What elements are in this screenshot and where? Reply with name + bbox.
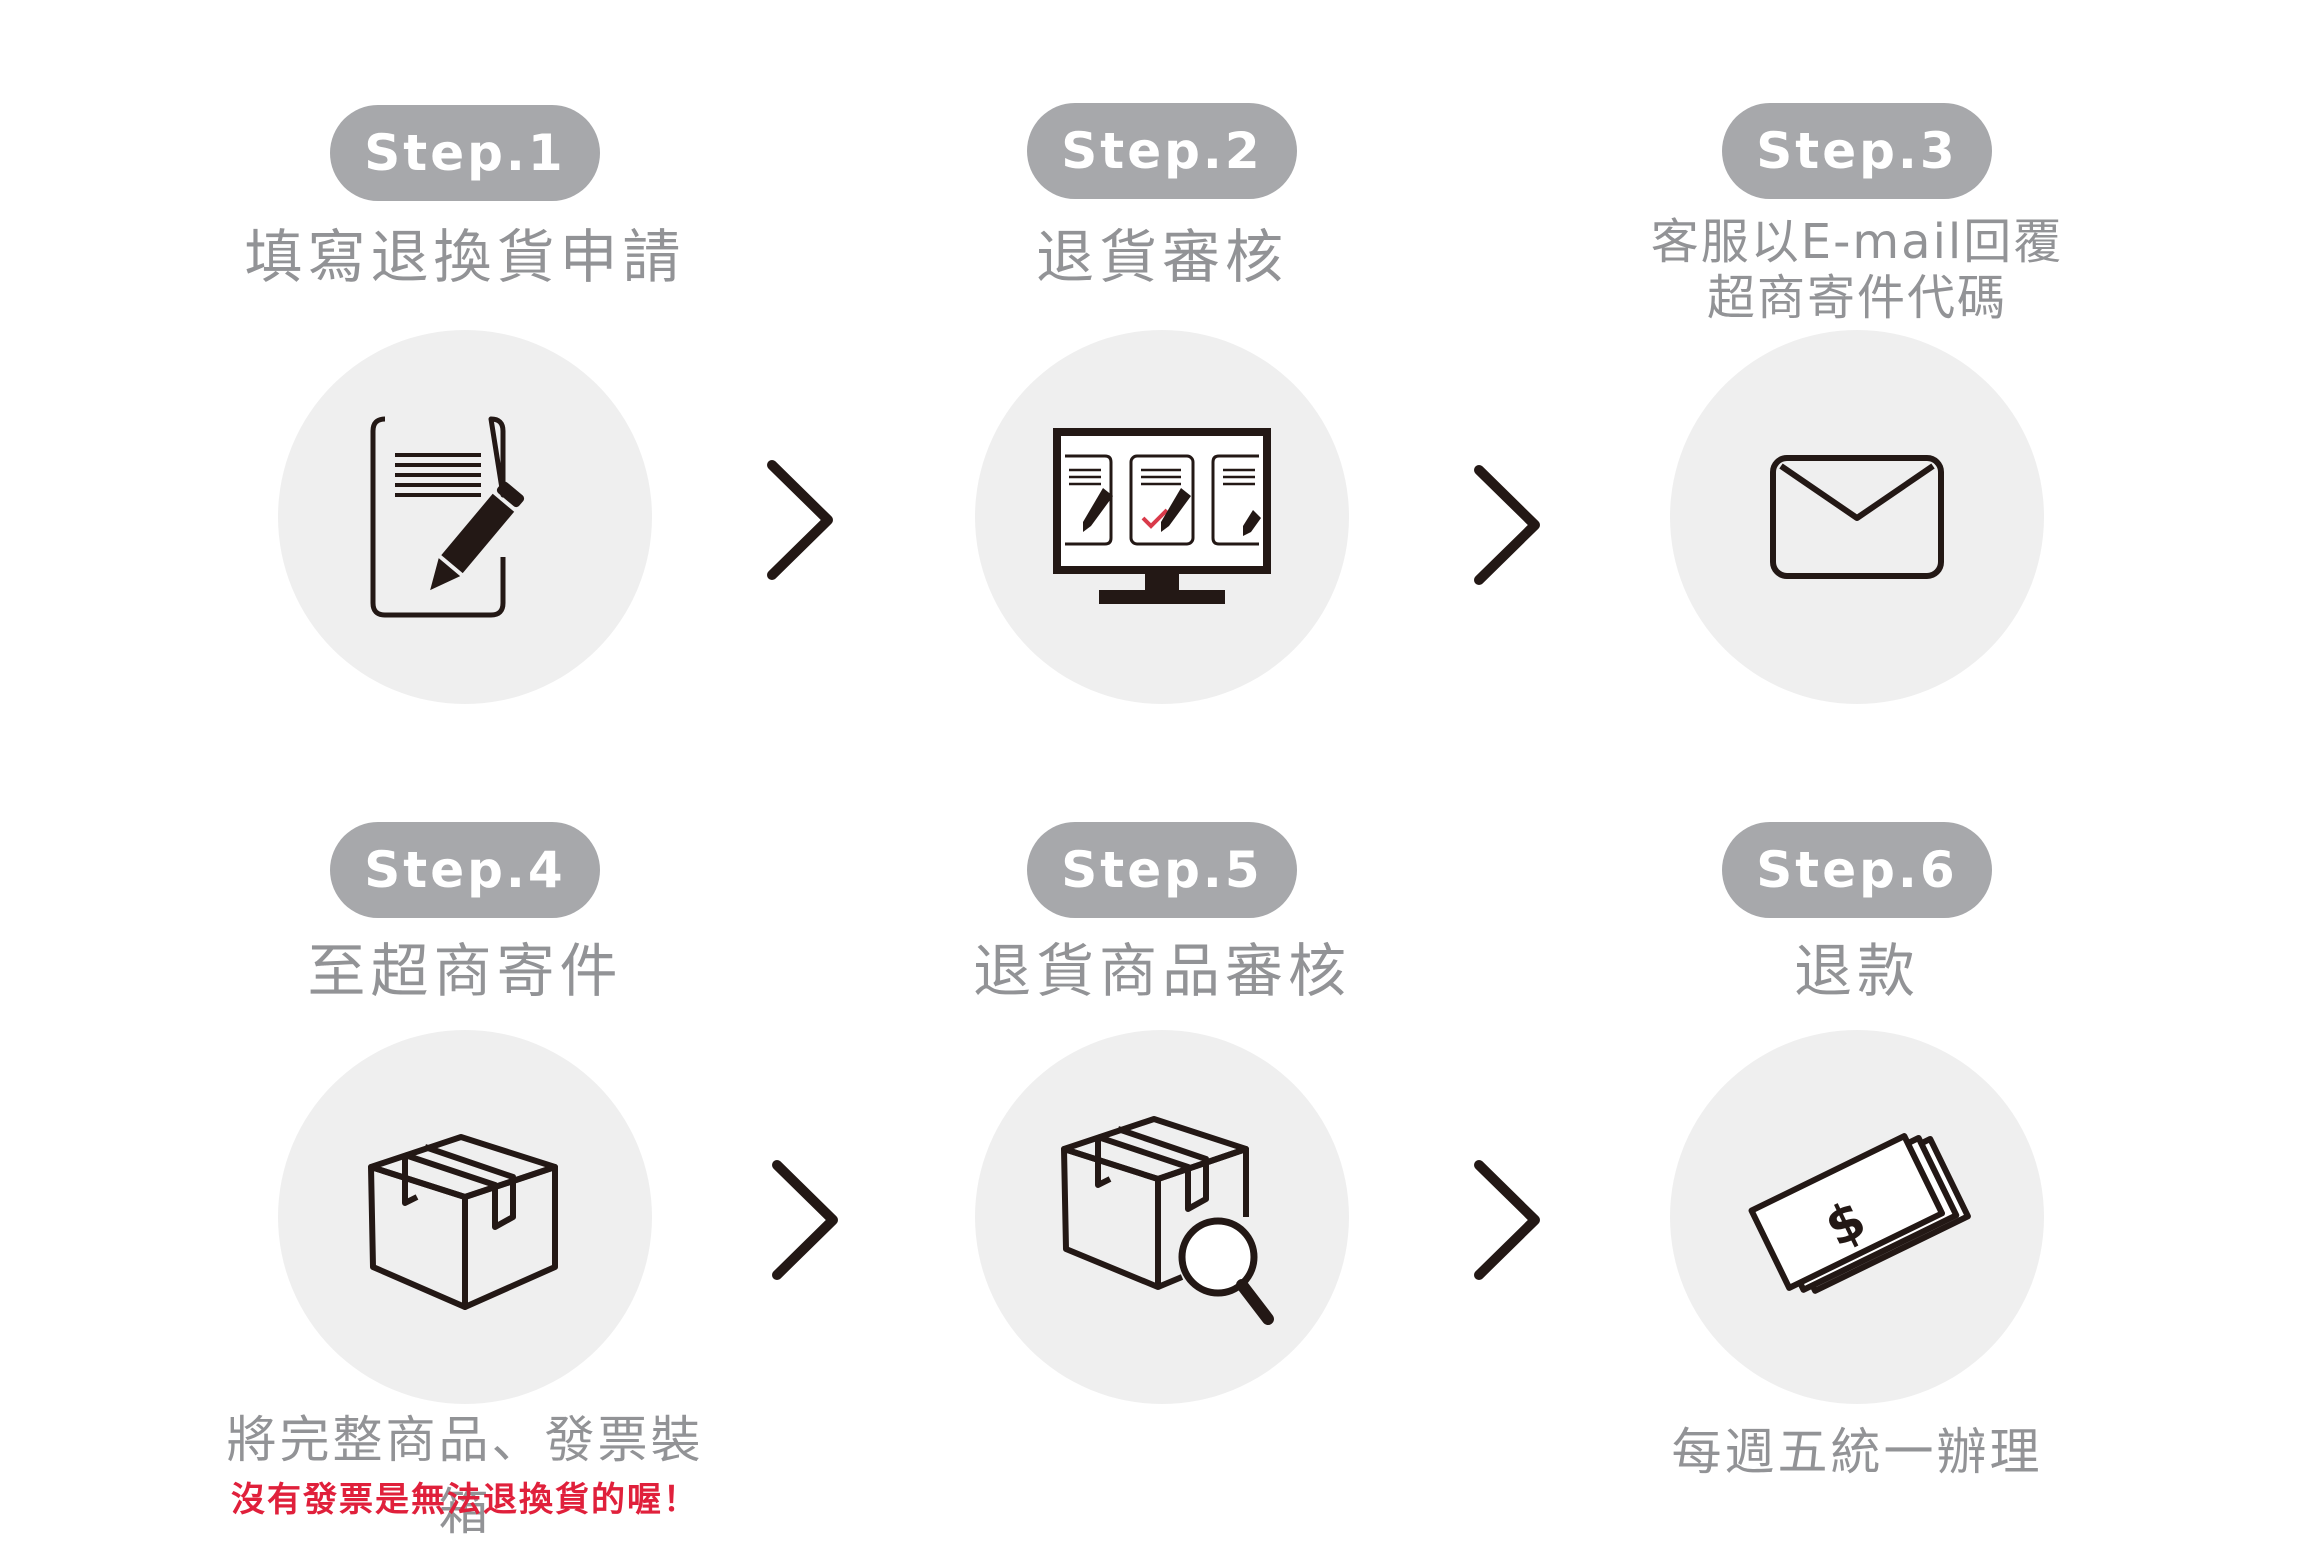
box-magnifier-icon xyxy=(1061,1116,1274,1325)
step-icon-circle: $ xyxy=(1670,1030,2044,1404)
chevron-right-icon xyxy=(767,460,833,580)
step-icon-circle xyxy=(1670,330,2044,704)
step-title: 退款 xyxy=(1793,937,1920,1005)
monitor-review-icon xyxy=(1053,428,1271,604)
box-icon xyxy=(368,1134,558,1310)
envelope-icon xyxy=(1770,455,1944,579)
step-badge: Step.2 xyxy=(1027,103,1297,199)
step-badge: Step.6 xyxy=(1722,822,1992,918)
money-icon: $ xyxy=(1748,1133,1971,1294)
step-icon-circle xyxy=(278,1030,652,1404)
chevron-right-icon xyxy=(1474,465,1540,585)
chevron-right-icon xyxy=(772,1160,838,1280)
step-badge: Step.5 xyxy=(1027,822,1297,918)
step-warning: 沒有發票是無法退換貨的喔！ xyxy=(231,1480,699,1520)
step-icon-circle xyxy=(975,330,1349,704)
step-title: 至超商寄件 xyxy=(307,937,623,1005)
step-icon-circle xyxy=(278,330,652,704)
step-title-line-1: 客服以E-mail回覆 xyxy=(1650,214,2064,270)
step-title-line-2: 超商寄件代碼 xyxy=(1706,270,2007,326)
step-note: 每週五統一辦理 xyxy=(1671,1423,2043,1481)
step-title: 退貨審核 xyxy=(1035,223,1288,291)
chevron-right-icon xyxy=(1474,1160,1540,1280)
document-pencil-icon xyxy=(370,416,525,618)
step-note: 將完整商品、發票裝箱 xyxy=(226,1411,704,1541)
step-badge: Step.3 xyxy=(1722,103,1992,199)
step-title: 退貨商品審核 xyxy=(972,937,1351,1005)
step-badge: Step.1 xyxy=(330,105,600,201)
step-badge: Step.4 xyxy=(330,822,600,918)
step-title: 填寫退換貨申請 xyxy=(244,223,686,291)
step-icon-circle xyxy=(975,1030,1349,1404)
